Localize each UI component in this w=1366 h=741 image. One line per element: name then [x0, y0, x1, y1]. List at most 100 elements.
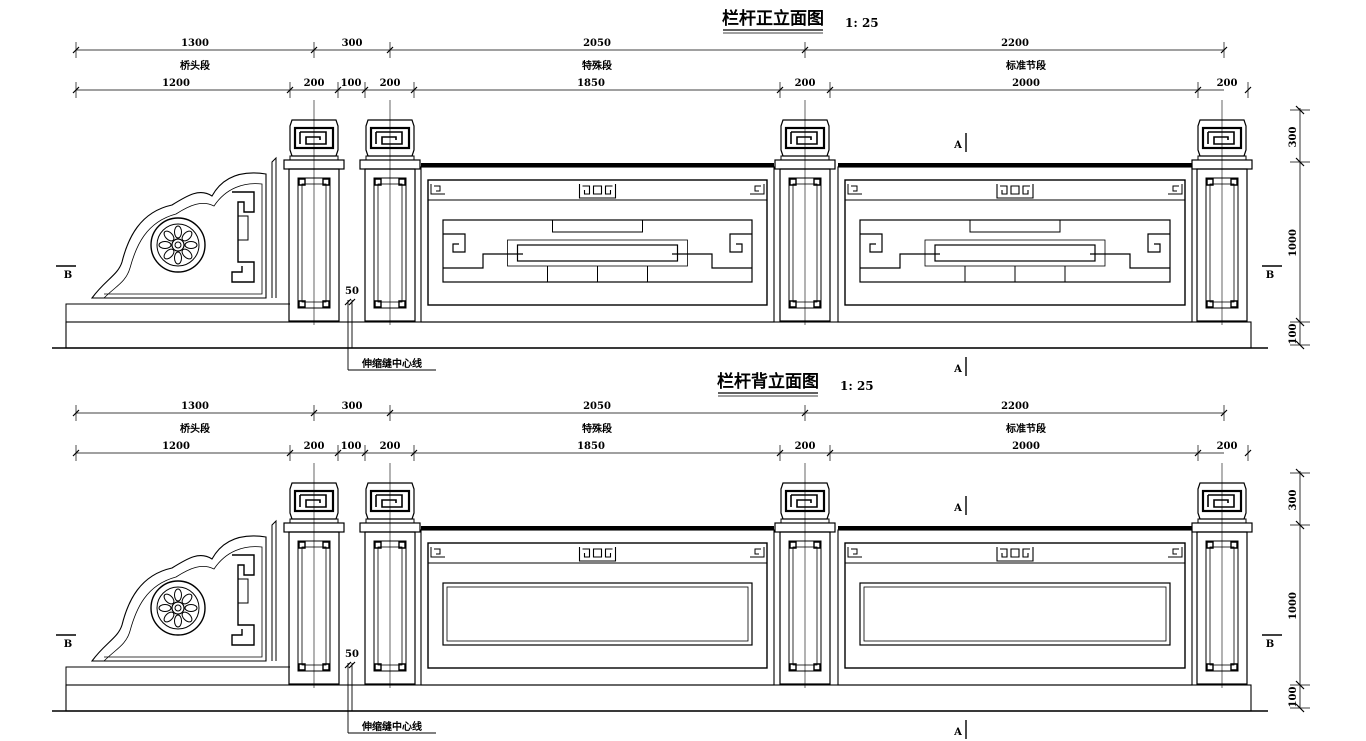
bridge-end-scroll [90, 519, 277, 662]
dimension-label: 300 [342, 401, 363, 412]
lattice-bar [934, 244, 1096, 262]
railing-post [773, 463, 837, 688]
scroll-edge [271, 156, 277, 298]
dimension-label: 1300 [181, 401, 209, 412]
railing-post [282, 100, 346, 325]
railing-post [1190, 100, 1254, 325]
panel-frame [420, 166, 775, 323]
scroll-fret-inner [237, 215, 249, 241]
lattice-top-bar [552, 220, 643, 233]
fret-motif [578, 546, 617, 562]
corner-fret [430, 183, 446, 195]
dimension-label: 2200 [1001, 401, 1029, 412]
recessed-panel [442, 582, 753, 646]
scroll-edge [271, 519, 277, 661]
segment-label: 特殊段 [582, 59, 612, 72]
dimension-label: 2050 [583, 38, 611, 49]
dimension-label: 2200 [1001, 38, 1029, 49]
panel-border [427, 179, 768, 306]
recessed-panel-inner [446, 586, 749, 642]
section-mark-a: A [953, 364, 962, 375]
corner-fret [749, 546, 765, 558]
segment-label: 桥头段 [180, 59, 210, 72]
corner-fret [430, 546, 446, 558]
joint-width-label: 50 [345, 286, 359, 297]
panel-frame [837, 166, 1193, 323]
corner-fret [749, 183, 765, 195]
section-mark-b: B [1266, 639, 1274, 650]
joint-width-label: 50 [345, 649, 359, 660]
expansion-joint-label: 伸缩缝中心线 [361, 357, 422, 370]
lattice-fret-right [1090, 233, 1170, 269]
dimension-label: 1850 [577, 441, 605, 452]
handrail [838, 163, 1192, 167]
scroll-fret [231, 554, 255, 646]
dimension-label-vertical: 100 [1288, 324, 1299, 345]
scroll-outline [90, 172, 267, 299]
handrail [421, 526, 774, 530]
dimension-label: 100 [341, 441, 362, 452]
lattice-fret-left [860, 233, 940, 269]
fret-motif [996, 183, 1034, 199]
fret-motif [578, 183, 617, 199]
dimension-label: 1200 [162, 441, 190, 452]
dimension-label: 200 [380, 441, 401, 452]
dimension-label: 1300 [181, 38, 209, 49]
wheel-rosette [150, 217, 206, 273]
lattice-bar [507, 239, 688, 267]
dimension-label: 200 [380, 78, 401, 89]
segment-label: 桥头段 [180, 422, 210, 435]
panel-frame [837, 529, 1193, 686]
dimension-label: 1200 [162, 78, 190, 89]
panel-frame [420, 529, 775, 686]
wheel-rosette [150, 580, 206, 636]
dimension-label-vertical: 1000 [1288, 229, 1299, 257]
scroll-inner [103, 546, 263, 662]
section-mark-b: B [64, 270, 72, 281]
fret-motif [996, 546, 1034, 562]
end-step [65, 303, 290, 322]
segment-label: 特殊段 [582, 422, 612, 435]
lattice-bar [924, 239, 1106, 267]
railing-panel-standard [837, 526, 1193, 686]
dimension-label: 200 [1217, 78, 1238, 89]
railing-post [358, 100, 422, 325]
dimension-label-vertical: 300 [1288, 490, 1299, 511]
bridge-end-scroll [90, 156, 277, 299]
recessed-panel [859, 582, 1171, 646]
recessed-panel-inner [863, 586, 1167, 642]
section-mark-b: B [1266, 270, 1274, 281]
scroll-outline [90, 535, 267, 662]
panel-border [844, 179, 1186, 306]
front-elevation-view: 栏杆正立面图 1: 25 1300 300 2050 2200 桥头段 特殊段 标准节段 1200… [52, 8, 1310, 376]
lattice-top-bar [969, 220, 1061, 233]
dimension-label: 2050 [583, 401, 611, 412]
railing-panel-special [420, 526, 775, 686]
dimension-label: 1850 [577, 78, 605, 89]
drawing-title: 栏杆正立面图 [722, 8, 824, 29]
drawing-title: 栏杆背立面图 [717, 371, 819, 392]
segment-label: 标准节段 [1005, 59, 1046, 72]
scroll-inner [103, 183, 263, 299]
railing-panel-standard [837, 163, 1193, 323]
handrail [421, 163, 774, 167]
lattice-fret-left [443, 233, 523, 269]
dimension-label-vertical: 100 [1288, 687, 1299, 708]
drawing-scale: 1: 25 [845, 16, 879, 30]
lattice-bar [516, 244, 679, 262]
railing-post [282, 463, 346, 688]
railing-panel-special [420, 163, 775, 323]
dimension-label-vertical: 1000 [1288, 592, 1299, 620]
handrail [838, 526, 1192, 530]
dimension-label: 300 [342, 38, 363, 49]
section-mark-a: A [953, 503, 962, 514]
corner-fret [847, 546, 863, 558]
dimension-label: 200 [304, 441, 325, 452]
expansion-joint-label: 伸缩缝中心线 [361, 720, 422, 733]
dimension-label: 2000 [1012, 78, 1040, 89]
railing-base-plinth [65, 321, 1252, 349]
section-mark-a: A [953, 140, 962, 151]
dimension-label: 2000 [1012, 441, 1040, 452]
